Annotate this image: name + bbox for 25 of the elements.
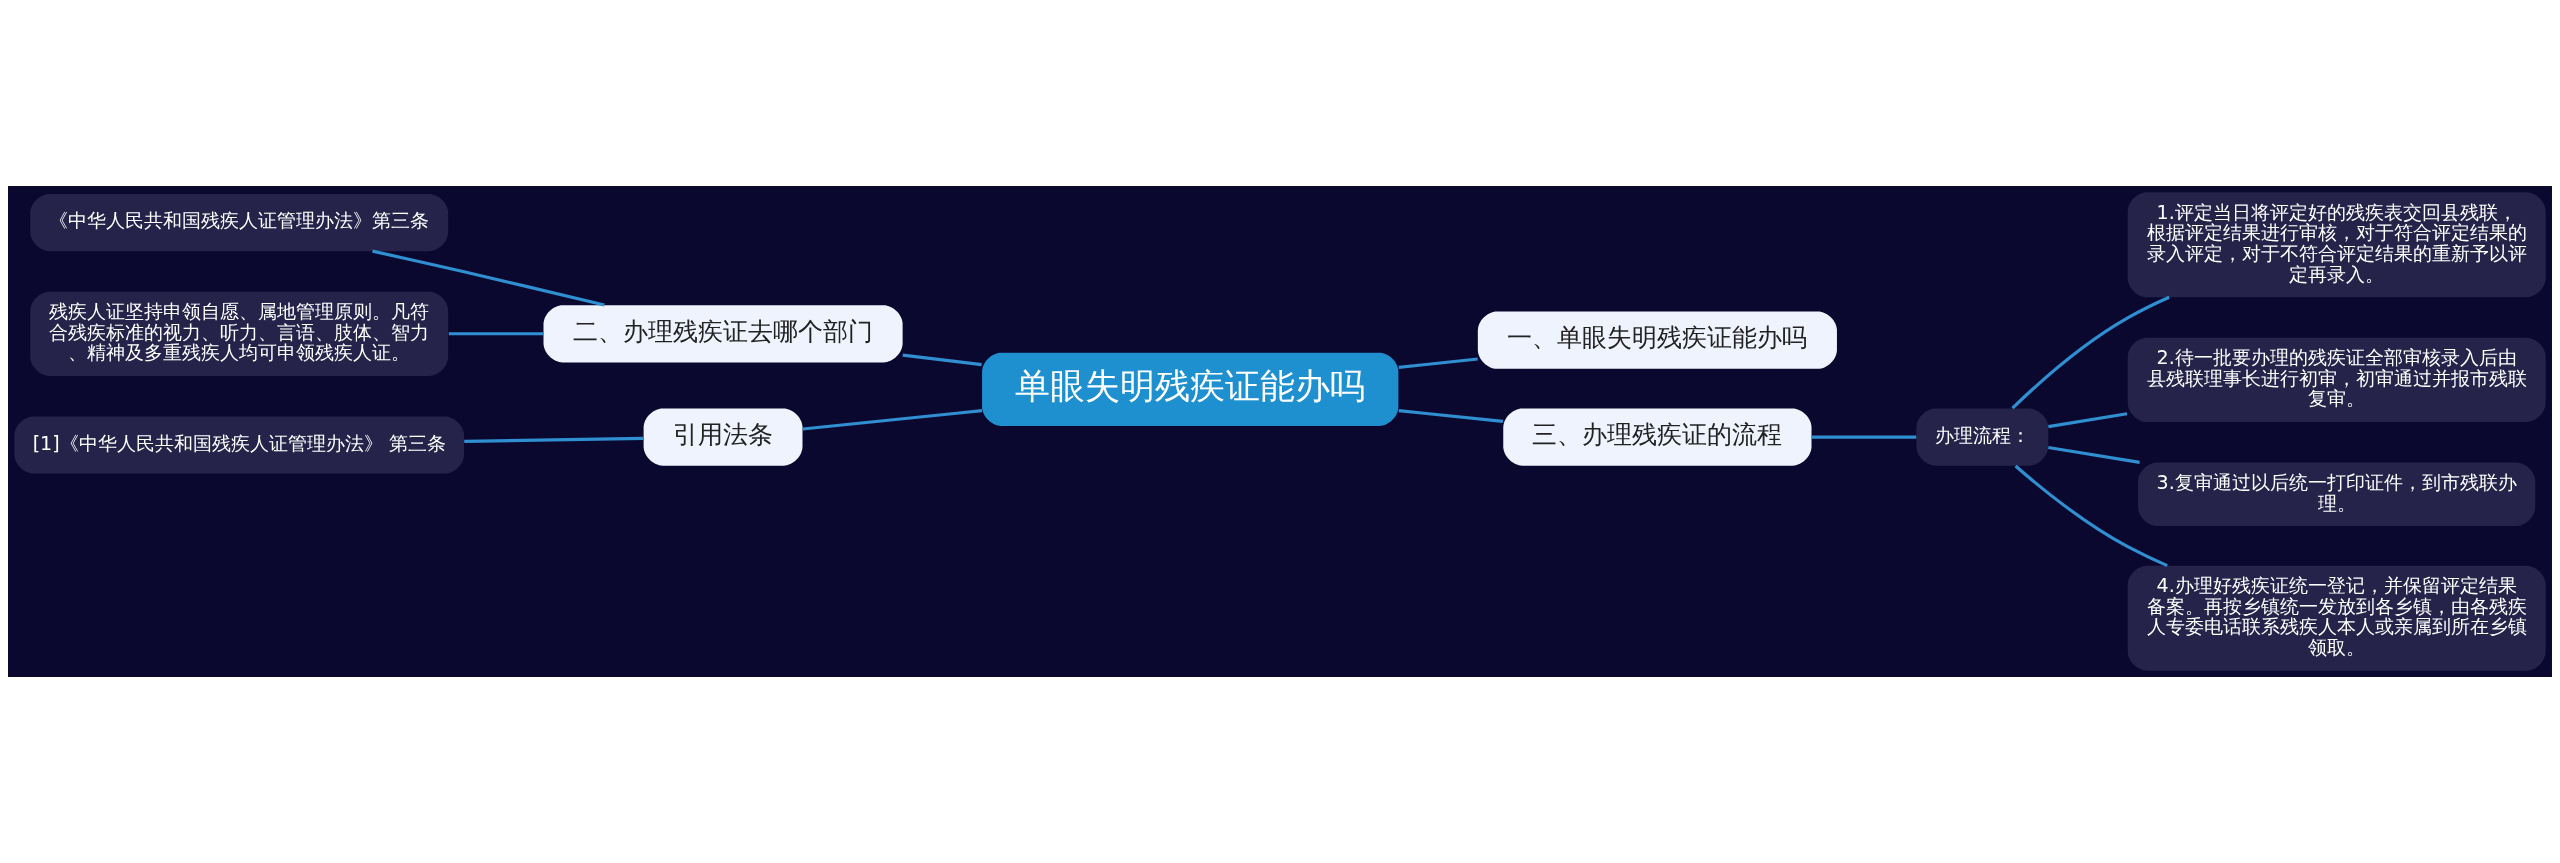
node-box: 《中华人民共和国残疾人证管理办法》第三条	[30, 193, 449, 252]
connector	[464, 436, 644, 443]
node-box: 引用法条	[643, 408, 803, 466]
node-box: 三、办理残疾证的流程	[1503, 408, 1812, 466]
connector	[372, 249, 605, 307]
node-box: 1.评定当日将评定好的残疾表交回县残联，根据评定结果进行审核，对于符合评定结果的录入评定，对于不符合评定结果的重新予以评定再录入。	[2127, 192, 2546, 298]
node-box: 一、单眼失明残疾证能办吗	[1477, 311, 1837, 369]
node-box: [1]《中华人民共和国残疾人证管理办法》 第三条	[14, 416, 465, 474]
node-box: 办理流程：	[1916, 408, 2049, 466]
connector	[802, 409, 983, 431]
node-box: 4.办理好残疾证统一登记，并保留评定结果备案。再按乡镇统一发放到各乡镇，由各残疾人专委电话联系残疾人本人或亲属到所在乡镇领取。	[2127, 565, 2546, 671]
connector	[1398, 409, 1504, 423]
connector	[2014, 464, 2168, 568]
node-box: 3.复审通过以后统一打印证件，到市残联办理。	[2138, 462, 2536, 527]
connector	[1398, 357, 1478, 369]
connector	[902, 353, 982, 367]
connector	[1811, 435, 1917, 439]
node-box: 二、办理残疾证去哪个部门	[543, 305, 903, 363]
connector	[2011, 295, 2170, 410]
connector	[2048, 446, 2140, 464]
connector	[2048, 412, 2128, 429]
node-box: 单眼失明残疾证能办吗	[982, 352, 1399, 426]
node-box: 2.待一批要办理的残疾证全部审核录入后由县残联理事长进行初审，初审通过并报市残联复审。	[2127, 337, 2546, 422]
connector	[448, 332, 544, 336]
node-box: 残疾人证坚持申领自愿、属地管理原则。凡符合残疾标准的视力、听力、言语、肢体、智力、精神及多重残疾人均可申领残疾人证。	[30, 291, 449, 376]
